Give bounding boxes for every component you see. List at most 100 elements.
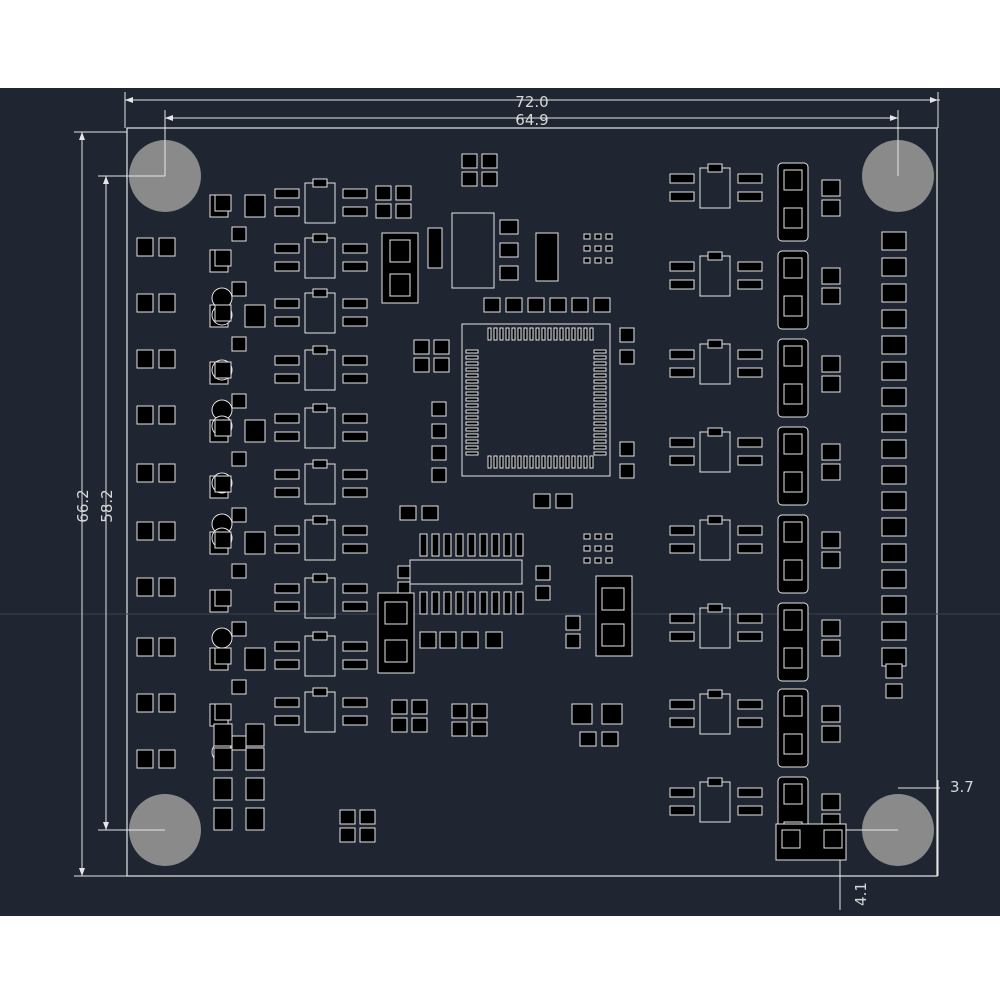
header-pin — [881, 465, 907, 485]
smd-pad — [669, 349, 695, 360]
connector-pad — [158, 749, 176, 769]
smd-pad — [505, 297, 523, 313]
smd-pad — [342, 543, 368, 554]
connector-pad — [158, 521, 176, 541]
smd-pad — [213, 807, 233, 831]
smd-pad — [737, 191, 763, 202]
smd-pad — [231, 621, 247, 637]
smd-pad — [594, 557, 602, 564]
smd-pad — [342, 243, 368, 254]
mcu-pin — [565, 327, 570, 341]
smd-pad — [231, 679, 247, 695]
smd-pad — [669, 191, 695, 202]
smd-pad — [312, 515, 328, 525]
capacitor-pads — [461, 171, 478, 187]
smd-pad — [549, 297, 567, 313]
mcu-pin — [493, 455, 498, 469]
smd-pad — [342, 715, 368, 726]
regulator-outline — [451, 212, 495, 289]
dimension-lines — [74, 92, 940, 910]
capacitor-pads — [481, 153, 498, 169]
smd-pad — [707, 515, 723, 525]
connector-pad — [158, 405, 176, 425]
mcu-pin — [511, 455, 516, 469]
smd-pad — [342, 431, 368, 442]
mcu-pin — [553, 455, 558, 469]
smd-pad — [605, 545, 613, 552]
smd-pad — [274, 469, 300, 480]
smd-pad — [274, 373, 300, 384]
smd-pad — [783, 559, 803, 581]
smd-pad — [431, 423, 447, 439]
smd-pad — [384, 601, 408, 625]
smd-pad — [342, 659, 368, 670]
smd-pad — [669, 367, 695, 378]
smd-pad — [594, 257, 602, 264]
header-pin — [881, 647, 907, 667]
mcu-pin — [593, 361, 607, 366]
smd-pad — [619, 327, 635, 343]
smd-pad — [342, 697, 368, 708]
smd-pad — [535, 232, 559, 282]
connector-pad — [158, 577, 176, 597]
mcu-pin — [577, 327, 582, 341]
smd-pad — [312, 687, 328, 697]
smd-pad — [737, 261, 763, 272]
smd-pad — [214, 194, 232, 212]
smd-pad — [342, 583, 368, 594]
smd-pad — [583, 245, 591, 252]
smd-pad — [342, 206, 368, 217]
mcu-pin — [541, 455, 546, 469]
capacitor-pads — [433, 357, 450, 373]
smd-pad — [214, 647, 232, 665]
smd-pad — [669, 437, 695, 448]
mcu-pin — [465, 379, 479, 384]
smd-pad — [565, 615, 581, 631]
smd-pad — [312, 403, 328, 413]
mcu-pin — [593, 385, 607, 390]
smd-pad — [707, 427, 723, 437]
smd-pad — [821, 199, 841, 217]
soic-pin — [491, 533, 500, 557]
smd-pad — [737, 455, 763, 466]
mcu-pin — [499, 455, 504, 469]
smd-pad — [885, 683, 903, 699]
capacitor-pads — [433, 339, 450, 355]
soic-pin — [419, 533, 428, 557]
smd-pad — [312, 288, 328, 298]
smd-pad — [821, 287, 841, 305]
smd-pad — [244, 419, 266, 443]
mcu-pin — [593, 355, 607, 360]
smd-pad — [737, 699, 763, 710]
mcu-pin — [593, 403, 607, 408]
smd-pad — [312, 459, 328, 469]
smd-pad — [579, 731, 597, 747]
smd-pad — [669, 787, 695, 798]
mcu-pin — [593, 349, 607, 354]
smd-pad — [737, 787, 763, 798]
smd-pad — [485, 631, 503, 649]
smd-pad — [274, 641, 300, 652]
connector-pad — [136, 237, 154, 257]
smd-pad — [783, 433, 803, 455]
soic-pin — [443, 591, 452, 615]
smd-pad — [244, 647, 266, 671]
mcu-pin — [465, 415, 479, 420]
smd-pad — [312, 233, 328, 243]
mcu-pin — [465, 391, 479, 396]
connector-pad — [158, 637, 176, 657]
mcu-pin — [589, 455, 594, 469]
capacitor-pads — [413, 357, 430, 373]
mcu-pin — [493, 327, 498, 341]
capacitor-pads — [413, 339, 430, 355]
smd-pad — [583, 257, 591, 264]
smd-pad — [737, 279, 763, 290]
component-footprints — [136, 153, 907, 861]
soic-pin — [443, 533, 452, 557]
mcu-pin — [541, 327, 546, 341]
header-pin — [881, 621, 907, 641]
mcu-outline — [461, 323, 611, 477]
mcu-pin — [565, 455, 570, 469]
smd-pad — [669, 717, 695, 728]
smd-pad — [605, 245, 613, 252]
